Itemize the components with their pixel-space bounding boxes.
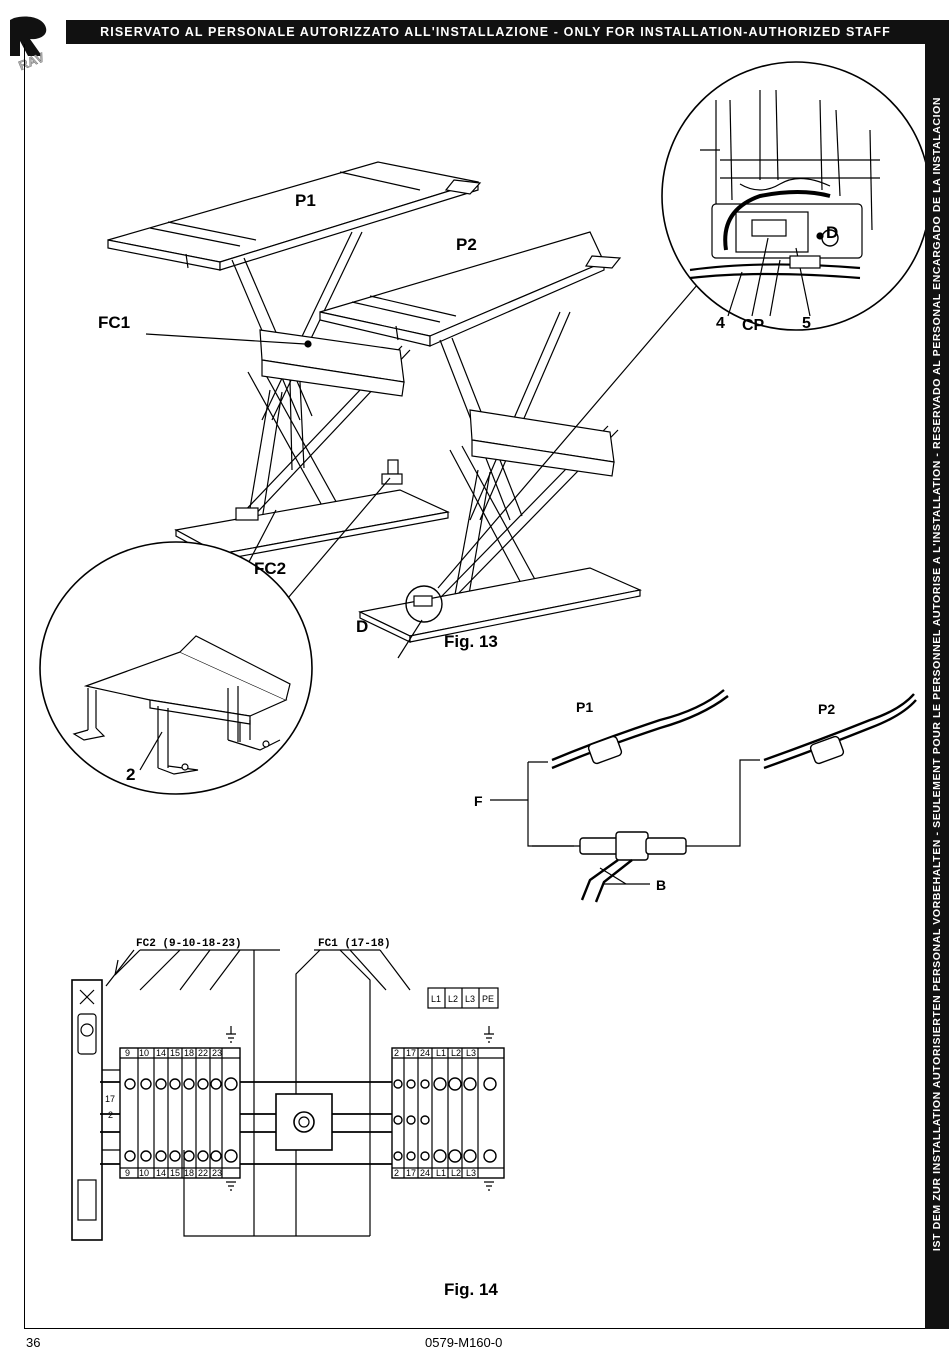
hose-labels: P1 P2 F B <box>474 699 835 893</box>
hose-diagram <box>490 689 917 903</box>
label-2: 2 <box>126 765 135 784</box>
terminal-label: L1 <box>436 1168 446 1178</box>
terminal-label: 24 <box>420 1048 430 1058</box>
terminal-label: L2 <box>451 1048 461 1058</box>
page-frame <box>24 44 925 1329</box>
detail-circle-hydraulic <box>661 61 925 331</box>
label-hose-f: F <box>474 793 483 809</box>
terminal-label: 22 <box>198 1048 208 1058</box>
label-detail-5: 5 <box>802 315 811 332</box>
terminal-label: 15 <box>170 1168 180 1178</box>
label-detail-cp: CP <box>742 317 765 334</box>
lift-p2 <box>319 231 642 643</box>
terminal-label: 14 <box>156 1168 166 1178</box>
terminal-label: L3 <box>466 1048 476 1058</box>
lift-p1 <box>107 161 482 562</box>
terminal-label: 23 <box>212 1048 222 1058</box>
label-p1: P1 <box>295 191 316 210</box>
terminal-label: L1 <box>431 994 441 1004</box>
terminal-label: 24 <box>420 1168 430 1178</box>
side-banner: IST DEM ZUR INSTALLATION AUTORISIERTEN P… <box>925 20 949 1329</box>
leader-fc1 <box>145 333 306 345</box>
terminal-label: 17 <box>406 1168 416 1178</box>
side-banner-text: IST DEM ZUR INSTALLATION AUTORISIERTEN P… <box>931 96 943 1252</box>
terminal-label: L2 <box>451 1168 461 1178</box>
leader-fc2 <box>287 477 391 599</box>
terminal-label: 14 <box>156 1048 166 1058</box>
figure13-labels: P1 P2 FC1 FC2 D 2 D 4 CP 5 <box>98 191 838 784</box>
label-p2: P2 <box>456 235 477 254</box>
terminal-label: 15 <box>170 1048 180 1058</box>
terminal-label: 18 <box>184 1168 194 1178</box>
terminal-label: 17 <box>406 1048 416 1058</box>
terminal-label: L2 <box>448 994 458 1004</box>
label-fc2: FC2 <box>254 559 286 578</box>
terminal-label: 10 <box>139 1048 149 1058</box>
terminal-label: 18 <box>184 1048 194 1058</box>
label-detail-4: 4 <box>716 315 725 332</box>
brand-logo: RAV <box>10 16 47 72</box>
label-hose-p2: P2 <box>818 701 835 717</box>
terminal-label: 23 <box>212 1168 222 1178</box>
terminal-label: 9 <box>125 1048 130 1058</box>
terminal-label: 9 <box>125 1168 130 1178</box>
label-detail-d: D <box>826 223 838 242</box>
terminal-label: 22 <box>198 1168 208 1178</box>
terminal-label: L3 <box>465 994 475 1004</box>
terminal-label: L1 <box>436 1048 446 1058</box>
terminal-label: 2 <box>394 1048 399 1058</box>
leader-d <box>397 619 423 659</box>
detail-circle-support <box>39 541 313 795</box>
terminal-label: 2 <box>394 1168 399 1178</box>
label-fc1: FC1 <box>98 313 130 332</box>
terminal-label: PE <box>482 994 494 1004</box>
page-number: 36 <box>26 1335 41 1350</box>
caption-fig14: Fig. 14 <box>444 1280 498 1299</box>
label-fc1-terminals: FC1 (17-18) <box>318 938 391 950</box>
technical-drawings: P1 P2 FC1 FC2 D 2 D 4 CP 5 P1 P2 F B FC2… <box>39 61 925 1241</box>
label-d: D <box>356 617 368 636</box>
terminal-board <box>71 949 505 1241</box>
document-code: 0579-M160-0 <box>425 1335 503 1350</box>
terminal-label: L3 <box>466 1168 476 1178</box>
label-hose-b: B <box>656 877 666 893</box>
leader-detail-d <box>437 283 699 589</box>
caption-fig13: Fig. 13 <box>444 632 498 651</box>
header-banner: RISERVATO AL PERSONALE AUTORIZZATO ALL'I… <box>66 20 925 44</box>
label-hose-p1: P1 <box>576 699 593 715</box>
terminal-label: 10 <box>139 1168 149 1178</box>
label-fc2-terminals: FC2 (9-10-18-23) <box>136 938 242 950</box>
relay-label-17: 17 <box>105 1094 115 1104</box>
relay-label-2: 2 <box>108 1110 113 1120</box>
